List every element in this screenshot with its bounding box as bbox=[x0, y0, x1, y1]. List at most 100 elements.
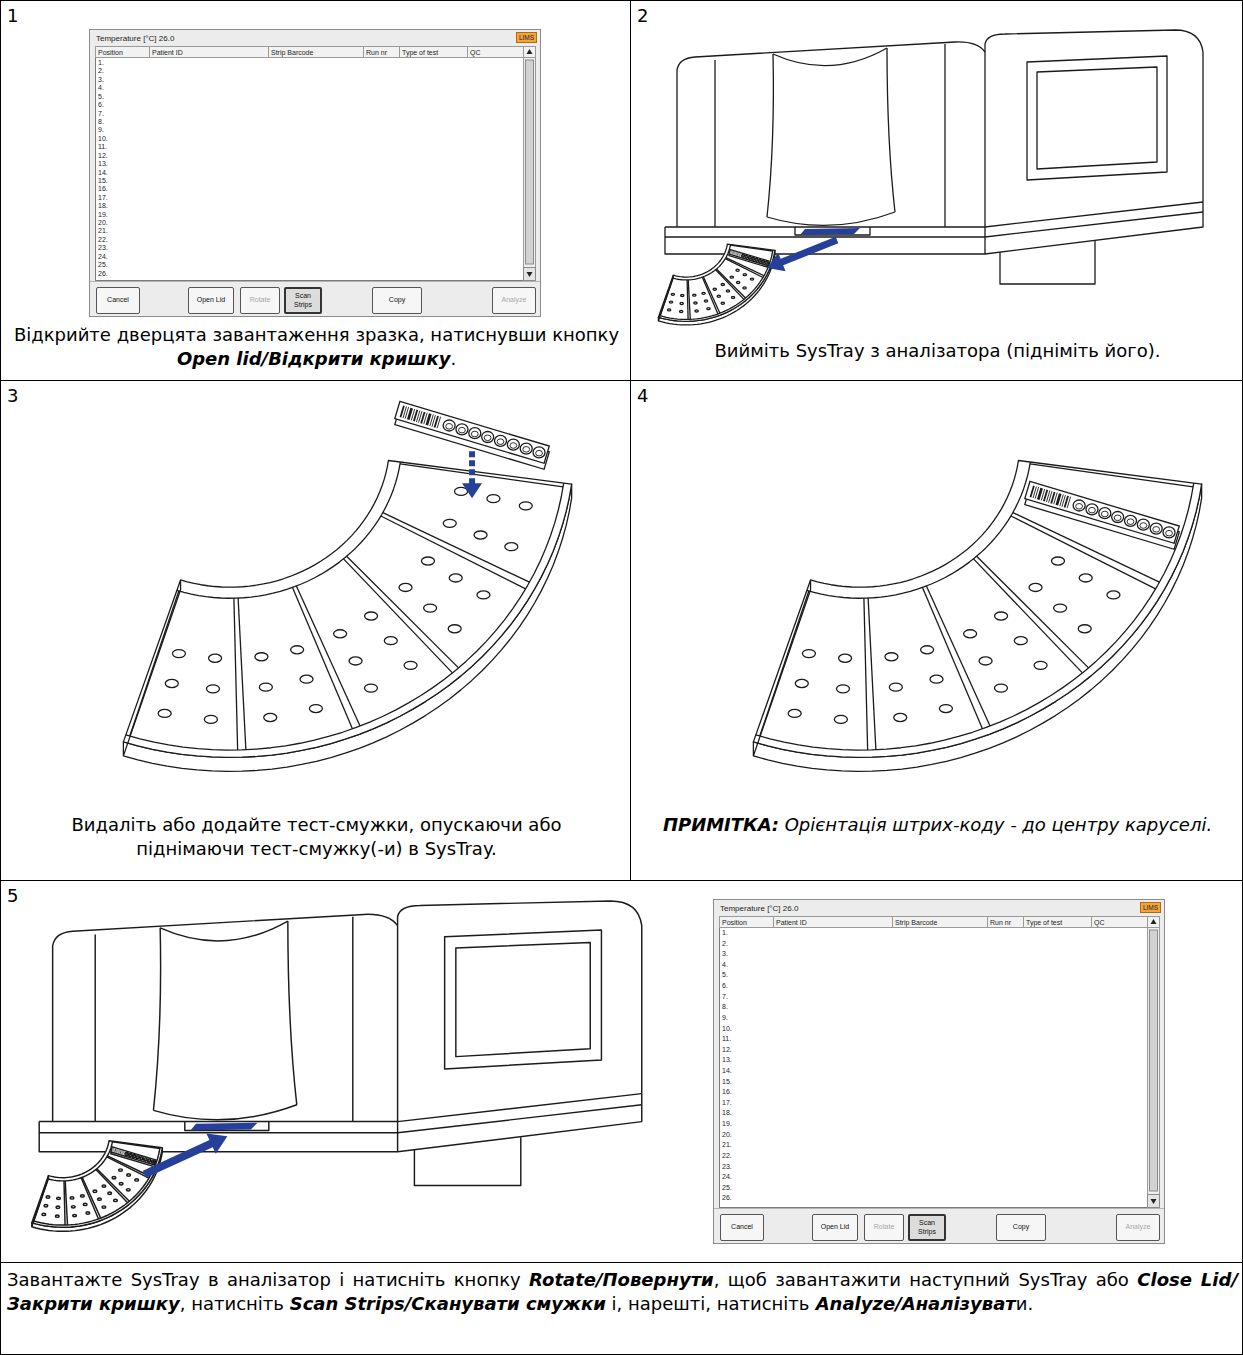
column-separator bbox=[523, 47, 524, 57]
strip-well-inner bbox=[446, 424, 453, 430]
row-number: 10. bbox=[722, 1025, 732, 1032]
tray-divider bbox=[130, 591, 179, 736]
strip-well-inner bbox=[1153, 527, 1160, 533]
strip-barcode bbox=[734, 252, 736, 255]
tray-well bbox=[669, 301, 672, 303]
strip-top bbox=[111, 1147, 156, 1165]
tray-well bbox=[694, 302, 697, 304]
screen-button: Analyze bbox=[1116, 1214, 1160, 1241]
tray-well bbox=[474, 531, 487, 539]
screen-title: Temperature [°C] 26.0 bbox=[96, 34, 174, 43]
tray-well bbox=[1051, 557, 1064, 565]
analyzer-outline bbox=[39, 1105, 642, 1133]
row-number: 21. bbox=[722, 1141, 732, 1148]
tray-well bbox=[894, 713, 907, 721]
strip-well-inner bbox=[510, 443, 517, 449]
step-number: 2 bbox=[637, 4, 648, 28]
tray-well bbox=[1034, 661, 1047, 669]
scroll-thumb bbox=[526, 60, 534, 264]
strip-side bbox=[395, 407, 549, 469]
strip-barcode bbox=[112, 1148, 113, 1151]
tray-top bbox=[123, 460, 571, 757]
row-number: 13. bbox=[722, 1056, 732, 1063]
tray-well bbox=[135, 1179, 139, 1181]
tray-well bbox=[836, 685, 849, 693]
row-number: 11. bbox=[722, 1035, 731, 1042]
strip-well-inner bbox=[129, 1154, 131, 1156]
list-box bbox=[720, 917, 1160, 1208]
screen-button: Cancel bbox=[96, 287, 140, 314]
table-cell: 1Відкрийте дверцята завантаження зразка,… bbox=[0, 0, 631, 381]
column-header: Type of test bbox=[402, 49, 438, 56]
tray-well bbox=[505, 543, 518, 551]
analyzer-outline bbox=[185, 1122, 269, 1131]
strip-well bbox=[144, 1158, 147, 1161]
tray-well bbox=[736, 269, 739, 271]
strip-barcode bbox=[731, 251, 733, 254]
tray-divider bbox=[238, 598, 246, 750]
analyzer-outline bbox=[677, 42, 985, 227]
row-number: 18. bbox=[98, 202, 108, 209]
column-separator bbox=[149, 47, 150, 57]
tray-well bbox=[717, 295, 720, 297]
screen-frame bbox=[90, 30, 540, 316]
tray-well bbox=[259, 683, 272, 691]
tray-well bbox=[939, 705, 952, 713]
lims-badge: LIMS bbox=[516, 32, 537, 43]
button-label: Scan Strips bbox=[911, 1219, 943, 1235]
screen-button: Rotate bbox=[240, 287, 280, 314]
strip-barcode bbox=[122, 1151, 123, 1154]
tray-well bbox=[1014, 637, 1027, 645]
tray-slide bbox=[190, 1123, 257, 1131]
strip-well-inner bbox=[1089, 507, 1096, 513]
tray-well bbox=[108, 1192, 112, 1194]
analyzer-load bbox=[32, 901, 642, 1231]
step-caption: ПРИМІТКА: Орієнтація штрих-коду - до цен… bbox=[649, 813, 1226, 837]
tray-well bbox=[707, 308, 710, 310]
strip-well-inner bbox=[523, 447, 530, 453]
row-number: 23. bbox=[722, 1163, 732, 1170]
column-separator bbox=[363, 47, 364, 57]
tray-well bbox=[93, 1190, 97, 1192]
analyzer-outline bbox=[53, 914, 398, 1121]
step-number: 4 bbox=[637, 384, 648, 408]
button-bar-rule bbox=[90, 281, 540, 282]
tray-well bbox=[209, 654, 222, 662]
tray-divider bbox=[760, 591, 809, 736]
list-box bbox=[96, 47, 536, 281]
strip-barcode bbox=[119, 1150, 120, 1153]
tray-divider bbox=[725, 259, 763, 278]
strip-barcode bbox=[114, 1149, 115, 1152]
mini-tray bbox=[32, 1141, 163, 1232]
analyzer-outline bbox=[665, 212, 1203, 237]
button-label: Copy bbox=[389, 296, 405, 304]
tray-well bbox=[964, 630, 977, 638]
tray-end bbox=[658, 275, 673, 321]
strip-barcode bbox=[733, 252, 735, 255]
screen-title: Temperature [°C] 26.0 bbox=[720, 904, 798, 913]
move-arrow bbox=[144, 1142, 214, 1174]
tray-divider bbox=[1030, 464, 1193, 487]
row-number: 11. bbox=[98, 143, 107, 150]
column-header: QC bbox=[1094, 919, 1105, 926]
strip-barcode bbox=[117, 1150, 118, 1153]
strip-well-inner bbox=[152, 1161, 154, 1163]
strip-well bbox=[443, 420, 455, 431]
tray-ledge bbox=[756, 483, 1194, 750]
strip-well bbox=[745, 255, 748, 258]
screen-button: Copy bbox=[996, 1214, 1046, 1241]
strip-well-inner bbox=[133, 1156, 135, 1158]
tray-well bbox=[204, 715, 217, 723]
column-header: Run nr bbox=[990, 919, 1011, 926]
analyzer-outline bbox=[714, 60, 715, 227]
tray-divider bbox=[703, 277, 720, 313]
button-label: Copy bbox=[1013, 1223, 1029, 1231]
tray-divider bbox=[64, 1181, 65, 1225]
strip-well bbox=[125, 1152, 128, 1155]
row-number: 17. bbox=[722, 1099, 732, 1106]
tray-ledge bbox=[126, 483, 564, 750]
strip-well bbox=[151, 1160, 154, 1163]
column-separator bbox=[1023, 917, 1024, 927]
scroll-up-arrow bbox=[527, 49, 533, 54]
table-cell: 5Temperature [°C] 26.0PositionPatient ID… bbox=[0, 880, 1243, 1263]
